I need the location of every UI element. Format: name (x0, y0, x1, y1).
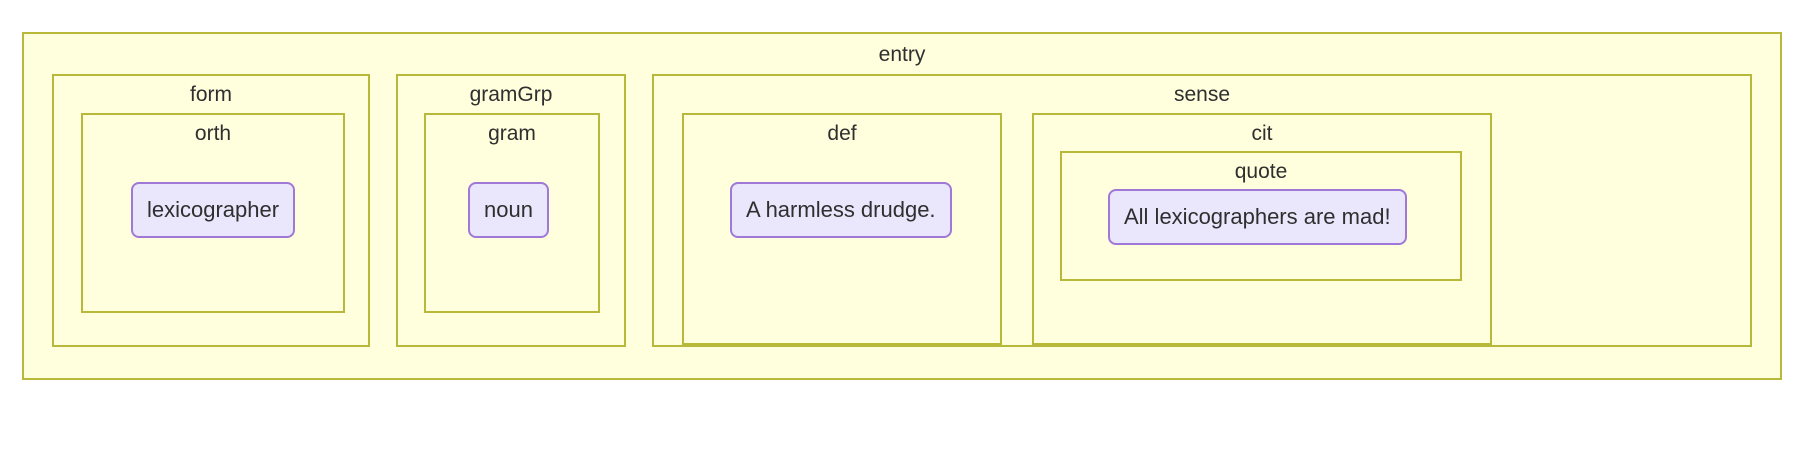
node-quote[interactable]: quote All lexicographers are mad! (1060, 151, 1462, 281)
node-cit-label: cit (1251, 122, 1273, 145)
node-entry[interactable]: entry form orth lexicographer gramGrp gr… (22, 32, 1782, 380)
orth-value-chip[interactable]: lexicographer (131, 182, 296, 238)
node-orth[interactable]: orth lexicographer (81, 113, 345, 313)
node-orth-label: orth (194, 122, 232, 145)
quote-value-chip[interactable]: All lexicographers are mad! (1108, 189, 1407, 245)
node-sense[interactable]: sense def A harmless drudge. cit quote A… (652, 74, 1752, 347)
node-quote-label: quote (1234, 160, 1288, 183)
node-gramgrp-label: gramGrp (469, 83, 553, 106)
node-gram[interactable]: gram noun (424, 113, 600, 313)
node-form[interactable]: form orth lexicographer (52, 74, 370, 347)
node-gramgrp[interactable]: gramGrp gram noun (396, 74, 626, 347)
node-def-label: def (827, 122, 857, 145)
gram-value-chip[interactable]: noun (468, 182, 549, 238)
node-gram-label: gram (488, 122, 536, 145)
node-form-label: form (190, 83, 232, 106)
def-value-chip[interactable]: A harmless drudge. (730, 182, 952, 238)
node-entry-label: entry (878, 43, 926, 66)
node-cit[interactable]: cit quote All lexicographers are mad! (1032, 113, 1492, 345)
node-sense-label: sense (1173, 83, 1231, 106)
node-def[interactable]: def A harmless drudge. (682, 113, 1002, 345)
